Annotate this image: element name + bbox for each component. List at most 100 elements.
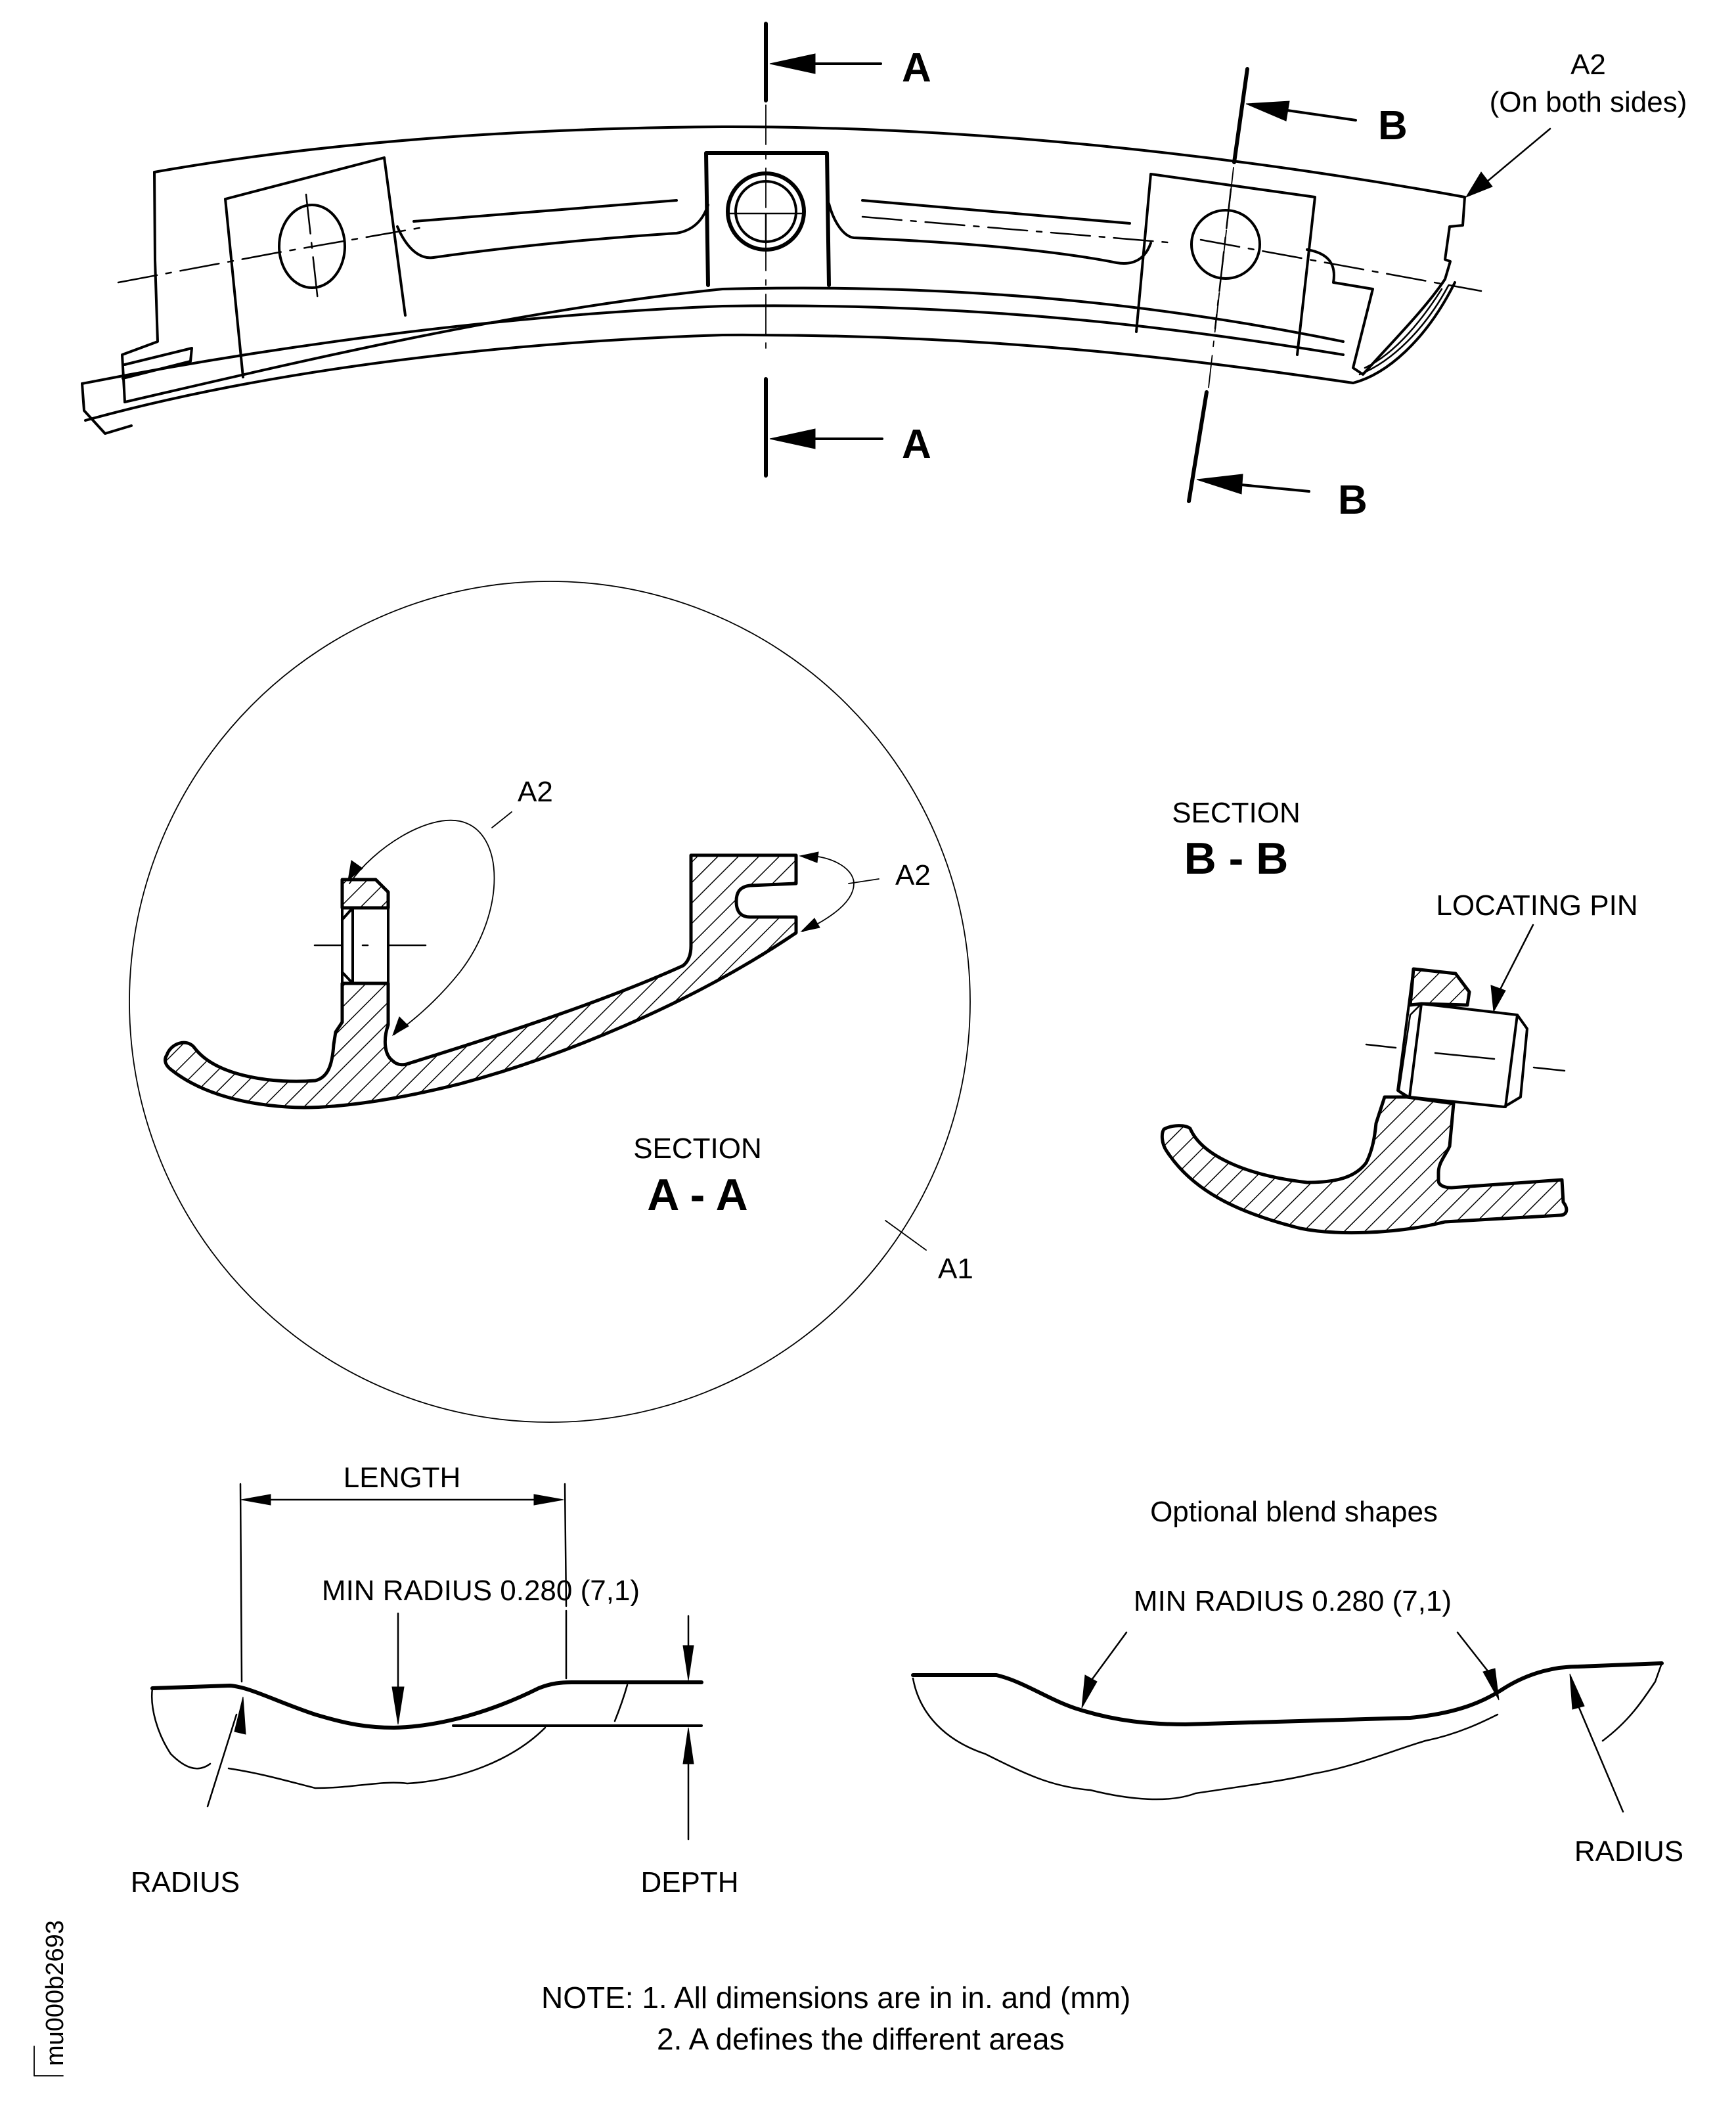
right-end-curve-2 [1358, 284, 1450, 376]
cut-b-centerline [1208, 167, 1234, 388]
note-line-1: NOTE: 1. All dimensions are in in. and (… [541, 1981, 1130, 2015]
locating-pin-arrowhead [1490, 985, 1506, 1013]
cut-b-arrow-bottom-shaft [1240, 483, 1310, 493]
right-web-top [861, 199, 1131, 225]
cut-b-arrow-bottom-head [1196, 474, 1243, 495]
optional-radius-leader [1575, 1700, 1624, 1813]
locating-pin-centerline [1365, 1043, 1566, 1072]
blend-rough-boundary [151, 1684, 629, 1789]
callout-a2-right-arrowhead-2 [800, 918, 820, 932]
cut-a-label-bottom: A [902, 422, 931, 467]
callout-a2-left-leader [491, 811, 512, 828]
callout-a2-left-loop [349, 819, 495, 1035]
area-a1-circle [129, 581, 971, 1423]
blend-depth-label: DEPTH [640, 1866, 738, 1898]
right-lug [1135, 173, 1316, 356]
length-extension-left [239, 1483, 243, 1683]
callout-a2-right-leader [848, 878, 879, 884]
depth-arrowhead-bottom [682, 1727, 694, 1764]
length-arrowhead-right [533, 1494, 564, 1506]
cut-b-arrow-top-shaft [1286, 109, 1357, 122]
figure-id: mu000b2693 [33, 1920, 69, 2076]
left-lug-centerline-v [305, 193, 319, 302]
left-lug-hole [278, 204, 346, 289]
left-lug-centerline-h [117, 225, 428, 284]
section-b-top-piece [1408, 967, 1471, 1007]
callout-a2-right-arrowhead-1 [799, 851, 819, 863]
callout-a2-top-line1: A2 [1570, 49, 1606, 81]
right-end-curve-1 [1352, 281, 1456, 384]
blend-radius-label: RADIUS [131, 1866, 240, 1898]
section-a-designation: A - A [647, 1170, 748, 1220]
radius-leader-left [206, 1713, 238, 1808]
callout-a2-right-loop [801, 855, 855, 932]
section-b-title: SECTION [1172, 797, 1301, 829]
cut-b-arrow-top-head [1245, 101, 1290, 122]
left-lug [224, 156, 407, 378]
cut-a-arrow-bottom-head [769, 428, 816, 449]
section-b-post-left [1396, 968, 1415, 1098]
optional-blend-surface [911, 1661, 1664, 1726]
section-cut-b: B B [1187, 67, 1408, 523]
section-b-profile [1160, 1095, 1569, 1235]
right-end-detail [1306, 196, 1466, 376]
ring-outer-edge [153, 125, 1466, 198]
ring-flange-line-3 [84, 333, 1354, 422]
optional-rough-boundary [912, 1662, 1663, 1801]
locating-pin-leader [1498, 924, 1534, 993]
right-web-centerline [861, 215, 1177, 244]
callout-a2-top-arrowhead [1465, 171, 1493, 198]
callout-a2-left-label: A2 [518, 776, 553, 808]
optional-min-radius-arrowhead-left [1081, 1674, 1098, 1709]
section-a-profile [164, 853, 798, 1110]
ring-left-end [81, 382, 133, 435]
radius-arrowhead-left [234, 1696, 246, 1735]
cut-b-line-bottom [1187, 390, 1209, 503]
notes: NOTE: 1. All dimensions are in in. and (… [541, 1981, 1130, 2056]
right-lug-hole [1190, 209, 1261, 280]
section-cut-a: A A [764, 22, 931, 478]
optional-min-radius-leader-right [1456, 1631, 1492, 1676]
ring-flange-line-1 [123, 286, 1345, 403]
section-a-title: SECTION [633, 1132, 762, 1165]
cut-b-label-bottom: B [1338, 478, 1368, 523]
optional-radius-label: RADIUS [1574, 1835, 1683, 1868]
blend-surface [150, 1680, 703, 1730]
top-view-ring-segment [81, 125, 1482, 435]
depth-arrowhead-top [682, 1645, 694, 1681]
blend-detail: LENGTH MIN RADIUS 0.280 (7,1) RADIUS DEP… [131, 1462, 739, 1898]
section-b-b: SECTION B - B LOCATING PIN [1160, 797, 1638, 1235]
callout-a1-leader [885, 1220, 927, 1251]
cut-b-label-top: B [1378, 103, 1408, 148]
min-radius-arrowhead [391, 1686, 405, 1725]
section-a-a: A1 A2 A2 SECTION A - A [129, 581, 973, 1423]
callout-a2-top-leader [1484, 127, 1551, 184]
locating-pin-label: LOCATING PIN [1436, 889, 1637, 922]
blend-min-radius-label: MIN RADIUS 0.280 (7,1) [322, 1575, 640, 1607]
optional-radius-arrowhead [1569, 1673, 1585, 1710]
optional-blend-title: Optional blend shapes [1150, 1496, 1438, 1528]
length-arrowhead-left [240, 1494, 271, 1506]
cut-b-line-top [1232, 67, 1249, 164]
length-label: LENGTH [344, 1462, 460, 1494]
callout-a2-left-arrowhead-1 [347, 860, 363, 882]
callout-a2-left-arrowhead-2 [392, 1016, 409, 1037]
locating-pin-chamfer-left [1398, 1002, 1423, 1098]
right-web-fillet [828, 202, 1152, 265]
figure-id-bracket [33, 2046, 64, 2076]
ring-flange-line-2 [81, 304, 1345, 385]
ring-left-tab [121, 171, 193, 403]
figure-id-label: mu000b2693 [41, 1920, 69, 2066]
section-b-designation: B - B [1184, 834, 1289, 884]
optional-blend-detail: Optional blend shapes MIN RADIUS 0.280 (… [911, 1496, 1683, 1868]
length-extension-right [564, 1483, 568, 1680]
callout-a2-top-line2: (On both sides) [1490, 86, 1687, 118]
locating-pin-body [1408, 1002, 1528, 1108]
callout-a2-top: A2 (On both sides) [1465, 49, 1687, 198]
center-lug [704, 151, 831, 287]
callout-a2-right-label: A2 [895, 859, 931, 891]
callout-a1-label: A1 [938, 1253, 973, 1285]
cut-a-arrow-top-head [769, 53, 816, 74]
optional-min-radius-label: MIN RADIUS 0.280 (7,1) [1134, 1585, 1452, 1617]
